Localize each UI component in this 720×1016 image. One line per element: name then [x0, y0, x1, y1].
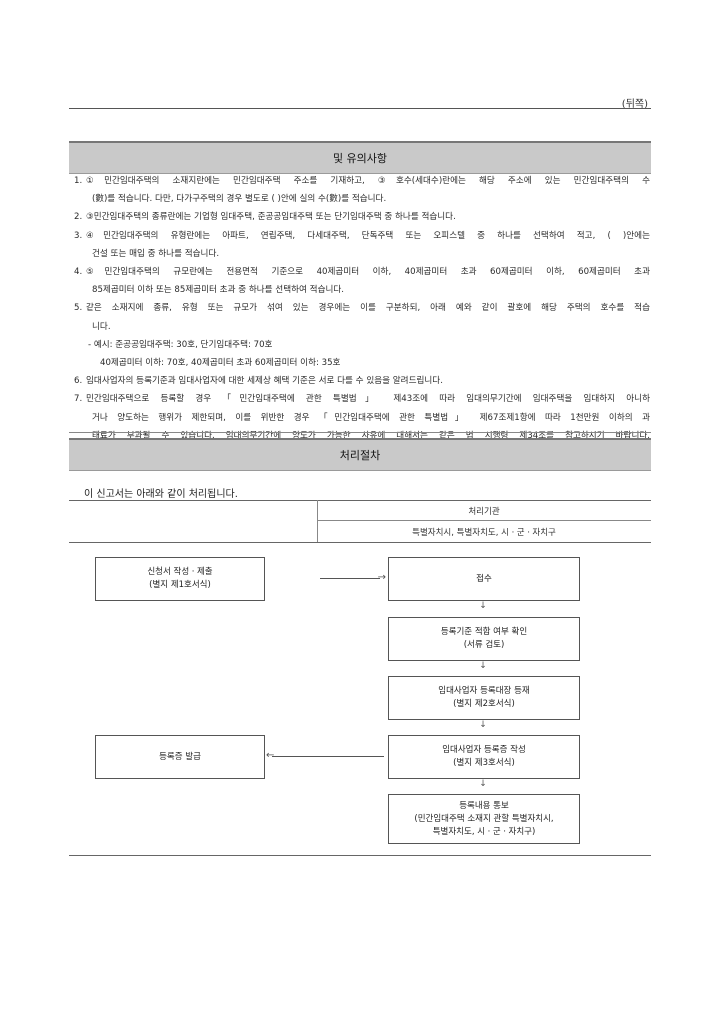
note-text: ④민간임대주택의 유형란에는 아파트, 연립주택, 다세대주택, 단독주택 또는…: [86, 230, 650, 241]
note-number: 7.: [74, 394, 83, 405]
note-text: 건설 또는 매입 중 하나를 적습니다.: [92, 248, 220, 259]
flow-box-criteria-check: 등록기준 적합 여부 확인 (서류 검토): [388, 617, 580, 661]
flow-box-line: 특별자치도, 시ㆍ군ㆍ자치구): [432, 826, 536, 837]
flow-box-line: 임대사업자 등록증 작성: [442, 745, 526, 755]
note-text: 태료가 부과될 수 있습니다. 임대의무기간에 양도가 가능한 사유에 대해서는…: [92, 430, 650, 441]
flow-box-line: (별지 제2호서식): [453, 699, 515, 709]
flow-box-line: 등록기준 적합 여부 확인: [440, 627, 528, 637]
flow-box-line: 신청서 작성ㆍ제출: [147, 567, 213, 577]
note-line: - 예시: 준공공임대주택: 30호, 단기임대주택: 70호: [74, 336, 650, 354]
note-text: 40제곱미터 이하: 70호, 40제곱미터 초과 60제곱미터 이하: 35호: [100, 358, 341, 369]
procedure-intro: 이 신고서는 아래와 같이 처리됩니다.: [84, 489, 238, 500]
notes-section-header: 및 유의사항: [69, 141, 651, 174]
procedure-section-header: 처리절차: [69, 438, 651, 471]
note-text: 민간임대주택으로 등록할 경우 「민간임대주택에 관한 특별법」 제43조에 따…: [86, 394, 650, 405]
note-number: [74, 336, 86, 354]
note-text: ①민간임대주택의 소재지란에는 민간임대주택 주소를 기재하고, ③호수(세대수…: [86, 176, 650, 186]
note-line: 7.민간임대주택으로 등록할 경우 「민간임대주택에 관한 특별법」 제43조에…: [74, 390, 650, 408]
note-number: [74, 245, 86, 263]
note-number: [74, 354, 86, 372]
flow-box-line: (서류 검토): [463, 640, 505, 650]
note-text: ③민간임대주택의 종류란에는 기업형 임대주택, 준공공임대주택 또는 단기임대…: [86, 212, 456, 223]
flow-box-line: (별지 제3호서식): [453, 758, 515, 768]
note-number: [74, 190, 86, 208]
flow-box-line: (민간임대주택 소재지 관할 특별자치시,: [414, 813, 554, 824]
top-rule: [69, 108, 651, 109]
note-line: 3.④민간임대주택의 유형란에는 아파트, 연립주택, 다세대주택, 단독주택 …: [74, 227, 650, 245]
procedure-section-title: 처리절차: [339, 449, 381, 462]
processing-agency-names: 특별자치시, 특별자치도, 시ㆍ군ㆍ자치구: [412, 528, 556, 538]
note-number: 4.: [74, 267, 83, 278]
note-line: 거나 양도하는 행위가 제한되며, 이를 위반한 경우 「민간임대주택에 관한 …: [74, 409, 650, 427]
flow-box-receipt: 접수: [388, 557, 580, 601]
note-line: 5.같은 소재지에 종류, 유형 또는 규모가 섞여 있는 경우에는 이를 구분…: [74, 299, 650, 317]
note-line: 건설 또는 매입 중 하나를 적습니다.: [74, 245, 650, 263]
procedure-table-bottom-rule: [69, 855, 651, 856]
note-text: - 예시: 준공공임대주택: 30호, 단기임대주택: 70호: [88, 339, 273, 350]
arrow-left-icon: ←: [266, 750, 275, 761]
note-text: ⑤민간임대주택의 규모란에는 전용면적 기준으로 40제곱미터 이하, 40제곱…: [86, 267, 650, 278]
note-line: 6.임대사업자의 등록기준과 임대사업자에 대한 세제상 혜택 기준은 서로 다…: [74, 372, 650, 390]
arrow-down-icon: ↓: [479, 601, 487, 611]
note-text: 거나 양도하는 행위가 제한되며, 이를 위반한 경우 「민간임대주택에 관한 …: [92, 412, 650, 423]
back-page-label: (뒤쪽): [621, 99, 648, 110]
flow-box-line: 임대사업자 등록대장 등재: [438, 686, 530, 696]
note-number: [74, 318, 86, 336]
note-line: 2.③민간임대주택의 종류란에는 기업형 임대주택, 준공공임대주택 또는 단기…: [74, 208, 650, 226]
arrow-down-icon: ↓: [479, 779, 487, 789]
processing-agency-label: 처리기관: [468, 507, 500, 517]
note-number: 5.: [74, 303, 83, 314]
note-line: 4.⑤민간임대주택의 규모란에는 전용면적 기준으로 40제곱미터 이하, 40…: [74, 263, 650, 281]
flow-box-line: 등록내용 통보: [459, 800, 509, 811]
note-line: 85제곱미터 이하 또는 85제곱미터 초과 중 하나를 선택하여 적습니다.: [74, 281, 650, 299]
procedure-table-top-rule: [69, 500, 651, 501]
flow-box-certificate-issue: 등록증 발급: [95, 735, 265, 779]
arrow-right-connector: →: [320, 572, 386, 583]
note-text: 같은 소재지에 종류, 유형 또는 규모가 섞여 있는 경우에는 이를 구분하되…: [86, 303, 650, 314]
flow-box-line: 등록증 발급: [159, 751, 201, 762]
flow-box-register-entry: 임대사업자 등록대장 등재 (별지 제2호서식): [388, 676, 580, 720]
note-text: 니다.: [92, 321, 111, 332]
note-text: (數)를 적습니다. 다만, 다가구주택의 경우 별도로 ( )안에 실의 수(…: [92, 194, 387, 205]
procedure-header-bottom-rule: [69, 542, 651, 543]
note-number: [74, 281, 86, 299]
flow-box-application: 신청서 작성ㆍ제출 (별지 제1호서식): [95, 557, 265, 601]
notes-section-title: 및 유의사항: [332, 152, 388, 165]
flow-box-line: 접수: [476, 573, 492, 584]
note-text: 85제곱미터 이하 또는 85제곱미터 초과 중 하나를 선택하여 적습니다.: [92, 285, 345, 296]
note-number: 2.: [74, 212, 83, 223]
note-number: [74, 409, 86, 427]
arrow-down-icon: ↓: [479, 720, 487, 730]
note-line: 40제곱미터 이하: 70호, 40제곱미터 초과 60제곱미터 이하: 35호: [74, 354, 650, 372]
note-text: 임대사업자의 등록기준과 임대사업자에 대한 세제상 혜택 기준은 서로 다를 …: [86, 376, 443, 387]
note-number: 1.: [74, 176, 83, 186]
procedure-column-divider: [317, 500, 318, 542]
notes-list: 1.①민간임대주택의 소재지란에는 민간임대주택 주소를 기재하고, ③호수(세…: [74, 172, 650, 445]
note-number: 3.: [74, 230, 83, 241]
arrow-right-icon: →: [377, 572, 386, 583]
note-number: 6.: [74, 376, 83, 387]
note-line: 니다.: [74, 318, 650, 336]
notes-bottom-rule: [69, 432, 651, 433]
note-line: 태료가 부과될 수 있습니다. 임대의무기간에 양도가 가능한 사유에 대해서는…: [74, 427, 650, 445]
note-line: 1.①민간임대주택의 소재지란에는 민간임대주택 주소를 기재하고, ③호수(세…: [74, 172, 650, 190]
arrow-down-icon: ↓: [479, 661, 487, 671]
flow-box-notification: 등록내용 통보 (민간임대주택 소재지 관할 특별자치시, 특별자치도, 시ㆍ군…: [388, 794, 580, 844]
arrow-left-connector: ←: [266, 750, 384, 761]
procedure-header-mid-rule: [317, 520, 651, 521]
flow-box-line: (별지 제1호서식): [149, 580, 211, 590]
note-line: (數)를 적습니다. 다만, 다가구주택의 경우 별도로 ( )안에 실의 수(…: [74, 190, 650, 208]
flow-box-certificate-preparation: 임대사업자 등록증 작성 (별지 제3호서식): [388, 735, 580, 779]
